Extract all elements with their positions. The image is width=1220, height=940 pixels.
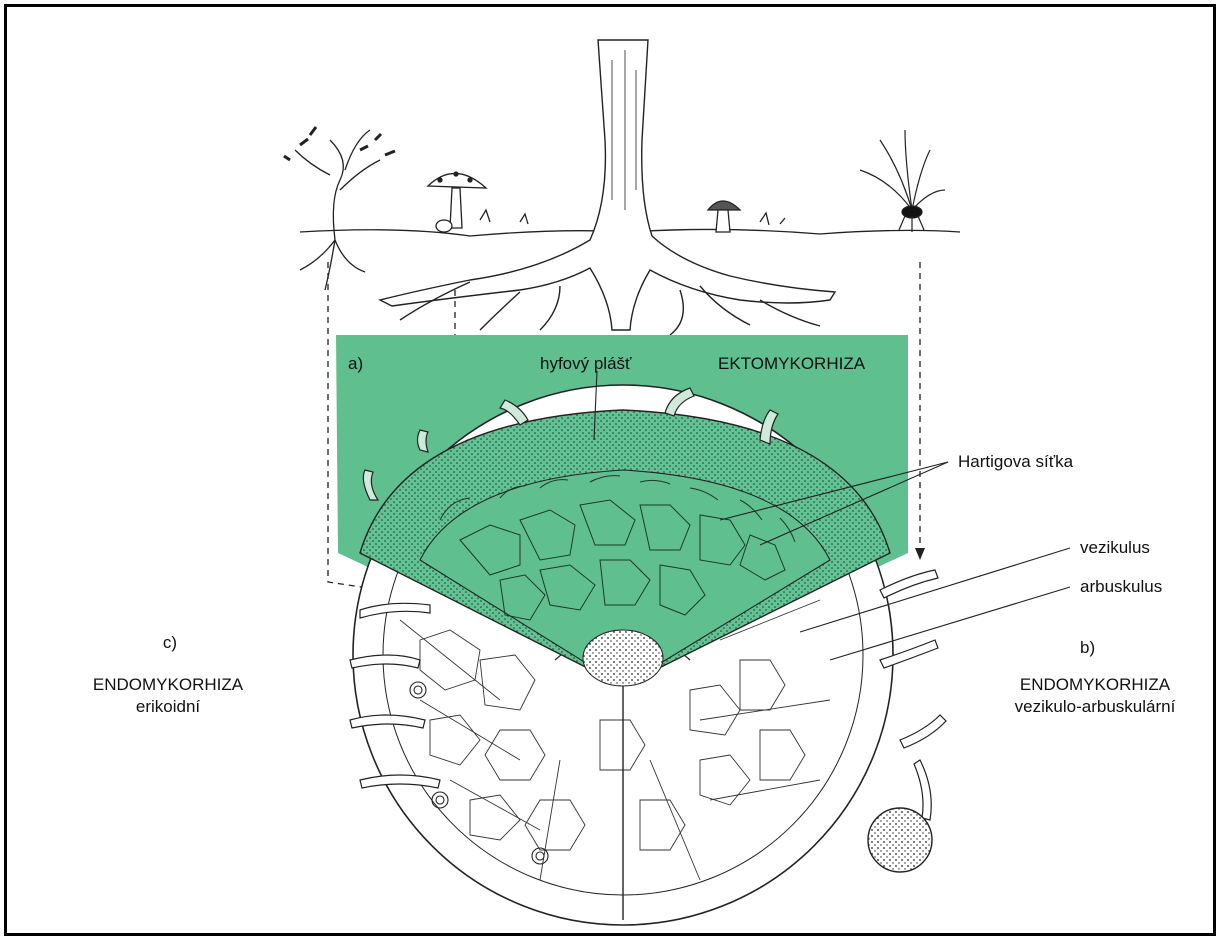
label-eric-sub: erikoidní — [136, 697, 201, 716]
label-vam-sub: vezikulo-arbuskulární — [1015, 697, 1176, 716]
grass-tuft — [860, 130, 945, 232]
label-vam-title: ENDOMYKORHIZA — [1020, 675, 1171, 694]
label-part-c: c) — [163, 633, 177, 652]
label-arbuscule: arbuskulus — [1080, 577, 1162, 596]
label-vesicle: vezikulus — [1080, 538, 1150, 557]
vesicle-spore — [868, 808, 932, 872]
mushroom-left — [428, 172, 486, 232]
label-part-b: b) — [1080, 638, 1095, 657]
label-ecto: EKTOMYKORHIZA — [718, 354, 866, 373]
label-hartig: Hartigova síťka — [958, 452, 1074, 471]
heather-shrub — [284, 127, 395, 290]
tree — [380, 40, 835, 335]
mushroom-right — [708, 201, 740, 232]
label-eric-title: ENDOMYKORHIZA — [93, 675, 244, 694]
label-part-a: a) — [348, 354, 363, 373]
label-mantle: hyfový plášť — [540, 354, 632, 373]
